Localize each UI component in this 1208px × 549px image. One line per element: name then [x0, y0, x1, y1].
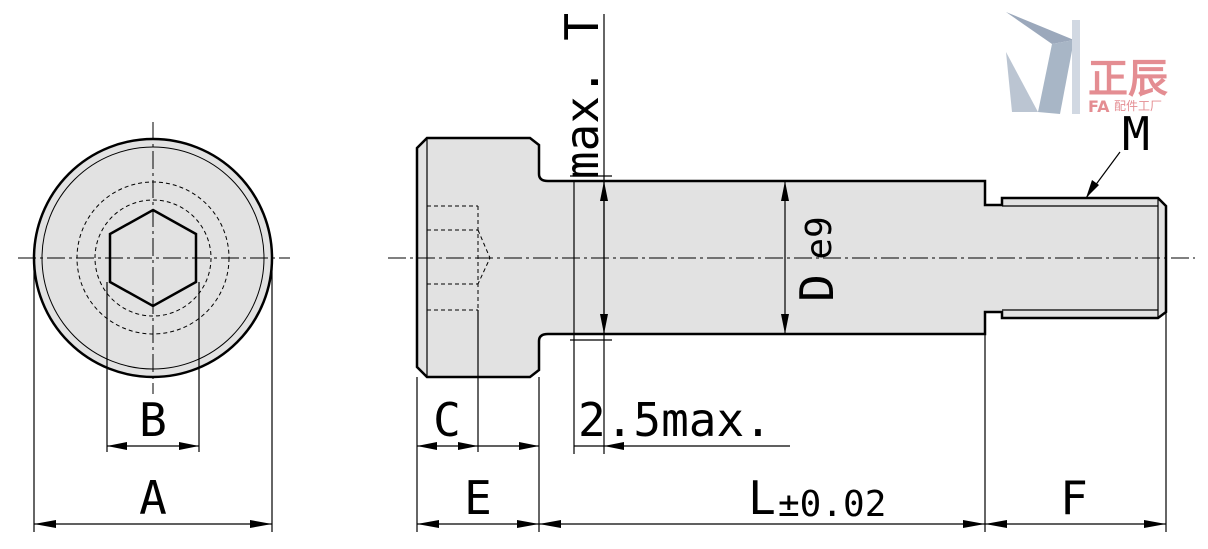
watermark-logo: 正辰 FA 配件工厂 [1006, 12, 1168, 116]
label-l-tolerance: ±0.02 [778, 484, 886, 525]
label-e: E [464, 471, 492, 525]
label-d-fit: e9 [799, 216, 840, 259]
watermark-fa: FA [1088, 97, 1110, 116]
watermark-sub: 配件工厂 [1114, 99, 1162, 113]
end-view: B A [18, 122, 290, 532]
label-b: B [139, 393, 167, 447]
label-m: M [1122, 107, 1150, 161]
label-t: max. T [555, 13, 609, 179]
label-d: D [790, 274, 844, 302]
watermark-brand: 正辰 [1088, 56, 1168, 102]
label-relief: 2.5max. [578, 393, 772, 447]
label-a: A [139, 471, 167, 525]
side-view: D e9 max. T 2.5max. C E [388, 13, 1195, 532]
bolt-body-outline [415, 136, 1168, 379]
label-c: C [433, 393, 461, 447]
socket-hidden-circle [94, 199, 212, 317]
label-f: F [1060, 471, 1088, 525]
label-l: L [748, 471, 776, 525]
